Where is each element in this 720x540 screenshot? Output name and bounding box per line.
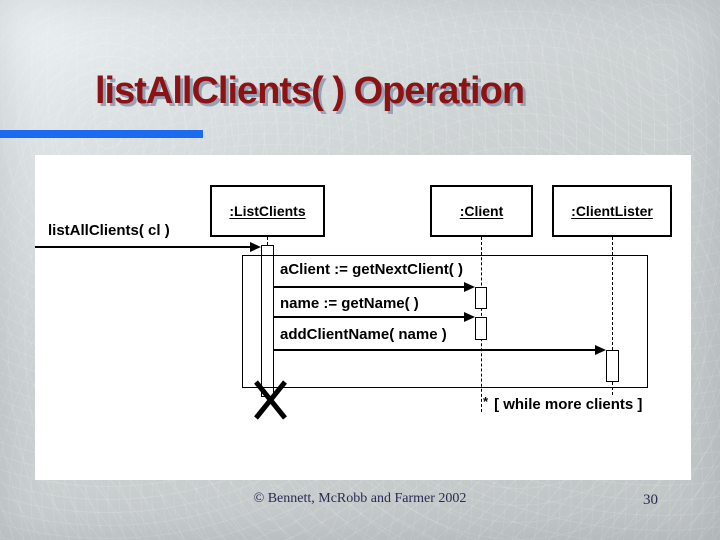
- object-box-clientlister: :ClientLister: [552, 185, 672, 237]
- iteration-marker: *: [483, 394, 489, 409]
- iteration-annotation: * [ while more clients ]: [483, 395, 642, 415]
- message-label-getnextclient: aClient := getNextClient( ): [280, 261, 463, 278]
- iteration-condition: [ while more clients ]: [494, 396, 643, 413]
- message-arrowhead-icon: [250, 242, 261, 252]
- message-line-getname: [274, 316, 464, 318]
- title-accent-bar: [0, 130, 203, 138]
- message-line-getnextclient: [274, 286, 464, 288]
- object-label-client: :Client: [459, 203, 504, 219]
- footer-credit: © Bennett, McRobb and Farmer 2002: [253, 491, 467, 506]
- object-box-client: :Client: [430, 185, 533, 237]
- object-box-listclients: :ListClients: [210, 185, 325, 237]
- lifeline-clientlister: [612, 237, 613, 395]
- message-arrowhead-icon: [464, 282, 475, 292]
- destruction-x-icon: [254, 380, 287, 420]
- object-label-listclients: :ListClients: [229, 203, 306, 219]
- activation-client-1: [475, 287, 487, 309]
- message-arrowhead-icon: [595, 345, 606, 355]
- activation-client-2: [475, 317, 487, 340]
- activation-clientlister: [606, 350, 619, 382]
- incoming-message-label: listAllClients( cl ): [48, 222, 170, 239]
- message-line-addclientname: [274, 349, 595, 351]
- message-label-addclientname: addClientName( name ): [280, 326, 447, 343]
- page-title: listAllClients( ) Operation: [95, 70, 525, 112]
- lifeline-listclients: [267, 237, 268, 245]
- message-label-getname: name := getName( ): [280, 295, 419, 312]
- iteration-frame: [242, 255, 648, 388]
- object-label-clientlister: :ClientLister: [571, 203, 653, 219]
- sequence-diagram-panel: :ListClients :Client :ClientLister listA…: [35, 155, 691, 480]
- incoming-message-line: [35, 246, 250, 248]
- message-arrowhead-icon: [464, 312, 475, 322]
- page-number: 30: [643, 492, 658, 508]
